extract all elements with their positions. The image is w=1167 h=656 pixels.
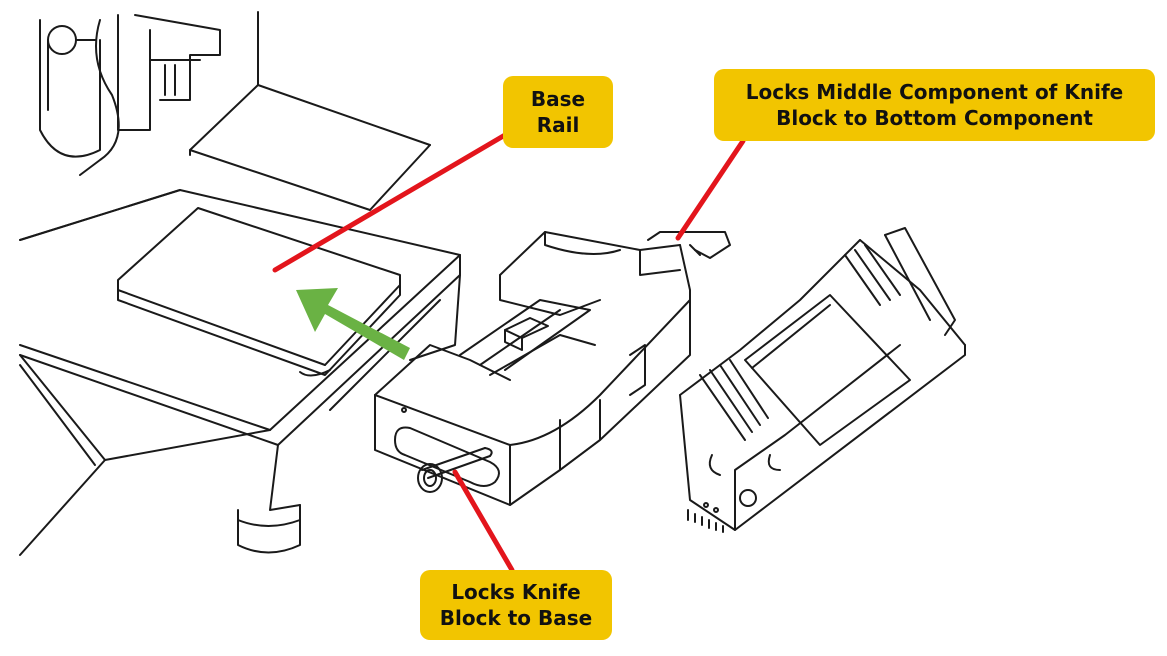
callout-knife-lock-line2: Block to Base <box>439 606 593 630</box>
callout-base-rail: Base Rail <box>503 76 613 148</box>
locking-handle-drawing <box>417 447 493 493</box>
base-block-drawing <box>19 189 461 556</box>
leader-line-base-rail <box>272 132 508 273</box>
leader-line-knife-lock <box>452 469 515 573</box>
callout-middle-component-lock: Locks Middle Component of Knife Block to… <box>714 69 1155 141</box>
direction-arrow <box>296 288 410 360</box>
callout-base-rail-line1: Base <box>530 87 586 111</box>
knife-block-middle-drawing <box>374 231 731 506</box>
callout-base-rail-line2: Rail <box>536 113 580 137</box>
callout-knife-lock-line1: Locks Knife <box>451 580 581 604</box>
callout-knife-block-lock: Locks Knife Block to Base <box>420 570 612 640</box>
callout-middle-lock-line2: Block to Bottom Component <box>776 106 1093 130</box>
callout-middle-lock-line1: Locks Middle Component of Knife <box>745 80 1124 104</box>
machine-column-drawing <box>39 11 431 211</box>
leader-line-middle-lock <box>675 138 746 241</box>
knife-holder-drawing <box>679 227 966 533</box>
